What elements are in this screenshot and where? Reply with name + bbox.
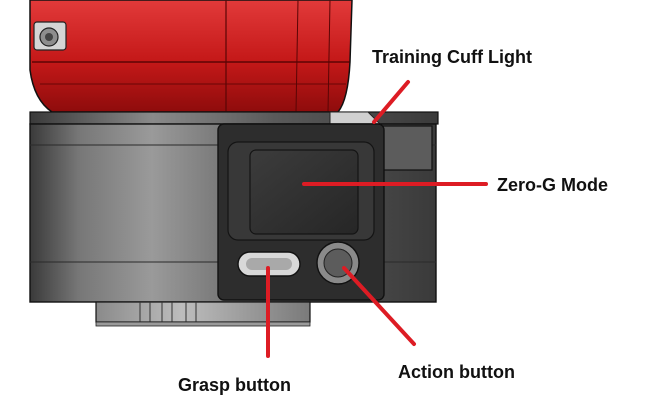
label-grasp-button: Grasp button <box>178 375 291 395</box>
label-training-cuff-light: Training Cuff Light <box>372 47 532 67</box>
side-tab <box>379 125 433 171</box>
pointer-action-button <box>342 266 416 346</box>
zero-g-touch-area[interactable] <box>249 149 359 235</box>
label-zero-g-mode: Zero-G Mode <box>497 175 608 195</box>
red-arm-link <box>29 0 353 113</box>
mount-base <box>95 301 311 327</box>
pointer-training-cuff-light <box>372 80 410 124</box>
label-action-button: Action button <box>398 362 515 382</box>
